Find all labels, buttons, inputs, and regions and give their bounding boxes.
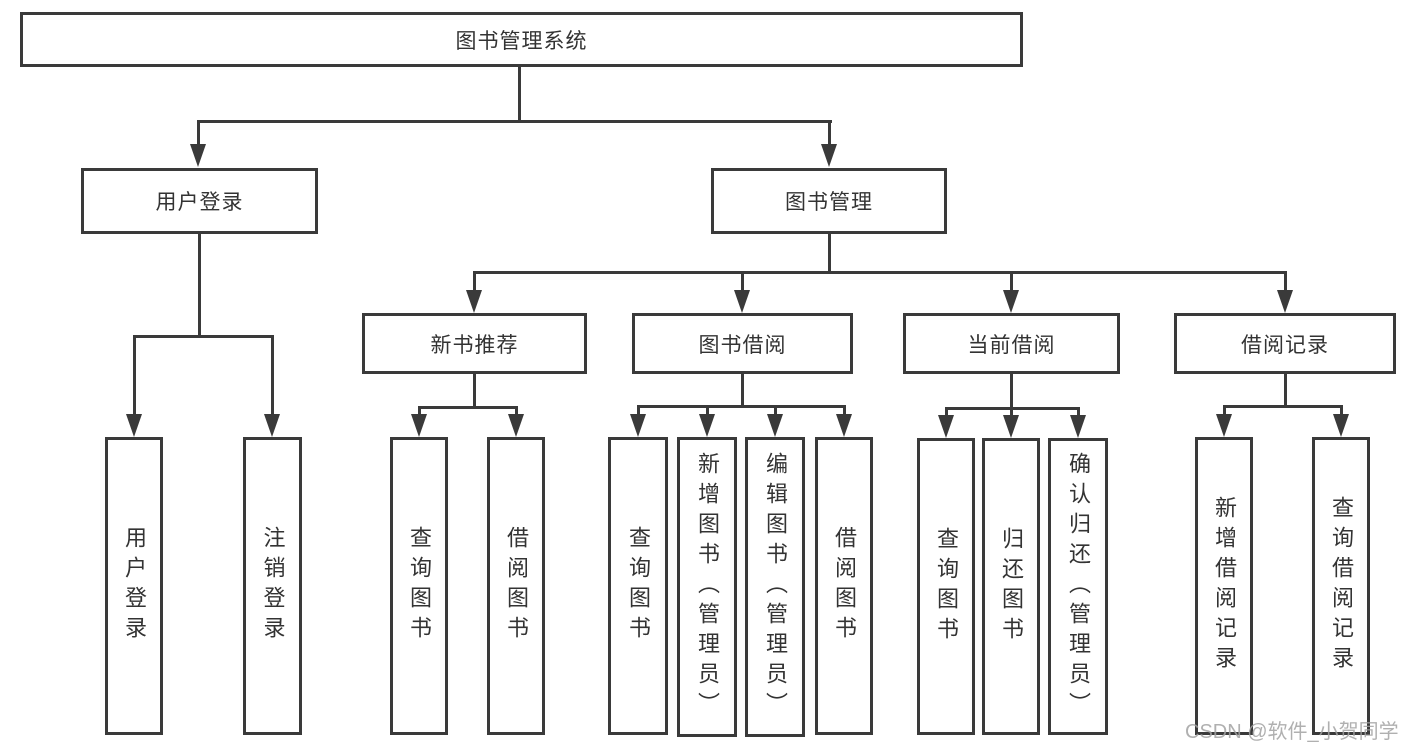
- connector-line: [515, 406, 518, 418]
- arrowhead-down-icon: [1277, 290, 1293, 313]
- connector-line: [1010, 271, 1013, 293]
- node-current-borrowing: 当前借阅: [903, 313, 1120, 374]
- connector-line: [1284, 374, 1287, 405]
- node-root: 图书管理系统: [20, 12, 1023, 67]
- arrowhead-down-icon: [1070, 415, 1086, 438]
- node-book-borrowing: 图书借阅: [632, 313, 853, 374]
- connector-line: [741, 271, 744, 293]
- connector-line: [418, 406, 518, 409]
- connector-line: [473, 271, 476, 293]
- leaf-query-books: 查询图书: [390, 437, 448, 735]
- connector-line: [706, 405, 709, 417]
- arrowhead-down-icon: [938, 415, 954, 438]
- connector-line: [197, 120, 832, 123]
- leaf-query-borrow-record: 查询借阅记录: [1312, 437, 1370, 735]
- connector-line: [945, 407, 948, 417]
- connector-line: [1340, 405, 1343, 417]
- arrowhead-down-icon: [1333, 414, 1349, 437]
- arrowhead-down-icon: [821, 144, 837, 167]
- arrowhead-down-icon: [508, 414, 524, 437]
- connector-line: [197, 120, 200, 146]
- arrowhead-down-icon: [190, 144, 206, 167]
- node-borrowing-records: 借阅记录: [1174, 313, 1396, 374]
- arrowhead-down-icon: [1003, 415, 1019, 438]
- arrowhead-down-icon: [734, 290, 750, 313]
- connector-line: [133, 335, 274, 338]
- connector-line: [133, 335, 136, 417]
- arrowhead-down-icon: [466, 290, 482, 313]
- connector-line: [1010, 407, 1013, 417]
- arrowhead-down-icon: [1003, 290, 1019, 313]
- connector-line: [828, 234, 831, 271]
- arrowhead-down-icon: [1216, 414, 1232, 437]
- connector-line: [637, 405, 846, 408]
- connector-line: [418, 406, 421, 418]
- leaf-add-borrow-record: 新增借阅记录: [1195, 437, 1253, 735]
- leaf-return-books: 归还图书: [982, 438, 1040, 735]
- connector-line: [741, 374, 744, 405]
- connector-line: [1010, 374, 1013, 407]
- connector-line: [774, 405, 777, 417]
- arrowhead-down-icon: [411, 414, 427, 437]
- arrowhead-down-icon: [836, 414, 852, 437]
- connector-line: [1223, 405, 1226, 417]
- connector-line: [828, 120, 831, 146]
- leaf-logout: 注销登录: [243, 437, 302, 735]
- leaf-query-books: 查询图书: [608, 437, 668, 735]
- leaf-query-books: 查询图书: [917, 438, 975, 735]
- leaf-user-login: 用户登录: [105, 437, 163, 735]
- connector-line: [1284, 271, 1287, 293]
- leaf-borrow-books: 借阅图书: [815, 437, 873, 735]
- arrowhead-down-icon: [126, 414, 142, 437]
- arrowhead-down-icon: [264, 414, 280, 437]
- connector-line: [473, 271, 1287, 274]
- arrowhead-down-icon: [699, 414, 715, 437]
- leaf-confirm-return-admin: 确认归还（管理员）: [1048, 438, 1108, 735]
- connector-line: [843, 405, 846, 417]
- node-book-management: 图书管理: [711, 168, 947, 234]
- node-user-login: 用户登录: [81, 168, 318, 234]
- arrowhead-down-icon: [767, 414, 783, 437]
- connector-line: [198, 234, 201, 335]
- connector-line: [518, 67, 521, 120]
- connector-line: [637, 405, 640, 417]
- connector-line: [473, 374, 476, 406]
- connector-line: [271, 335, 274, 417]
- watermark: CSDN @软件_小贺同学: [1185, 721, 1399, 743]
- connector-line: [1223, 405, 1343, 408]
- leaf-add-book-admin: 新增图书（管理员）: [677, 437, 737, 737]
- leaf-borrow-books: 借阅图书: [487, 437, 545, 735]
- leaf-edit-book-admin: 编辑图书（管理员）: [745, 437, 805, 737]
- node-new-book-recommendation: 新书推荐: [362, 313, 587, 374]
- connector-line: [1077, 407, 1080, 417]
- arrowhead-down-icon: [630, 414, 646, 437]
